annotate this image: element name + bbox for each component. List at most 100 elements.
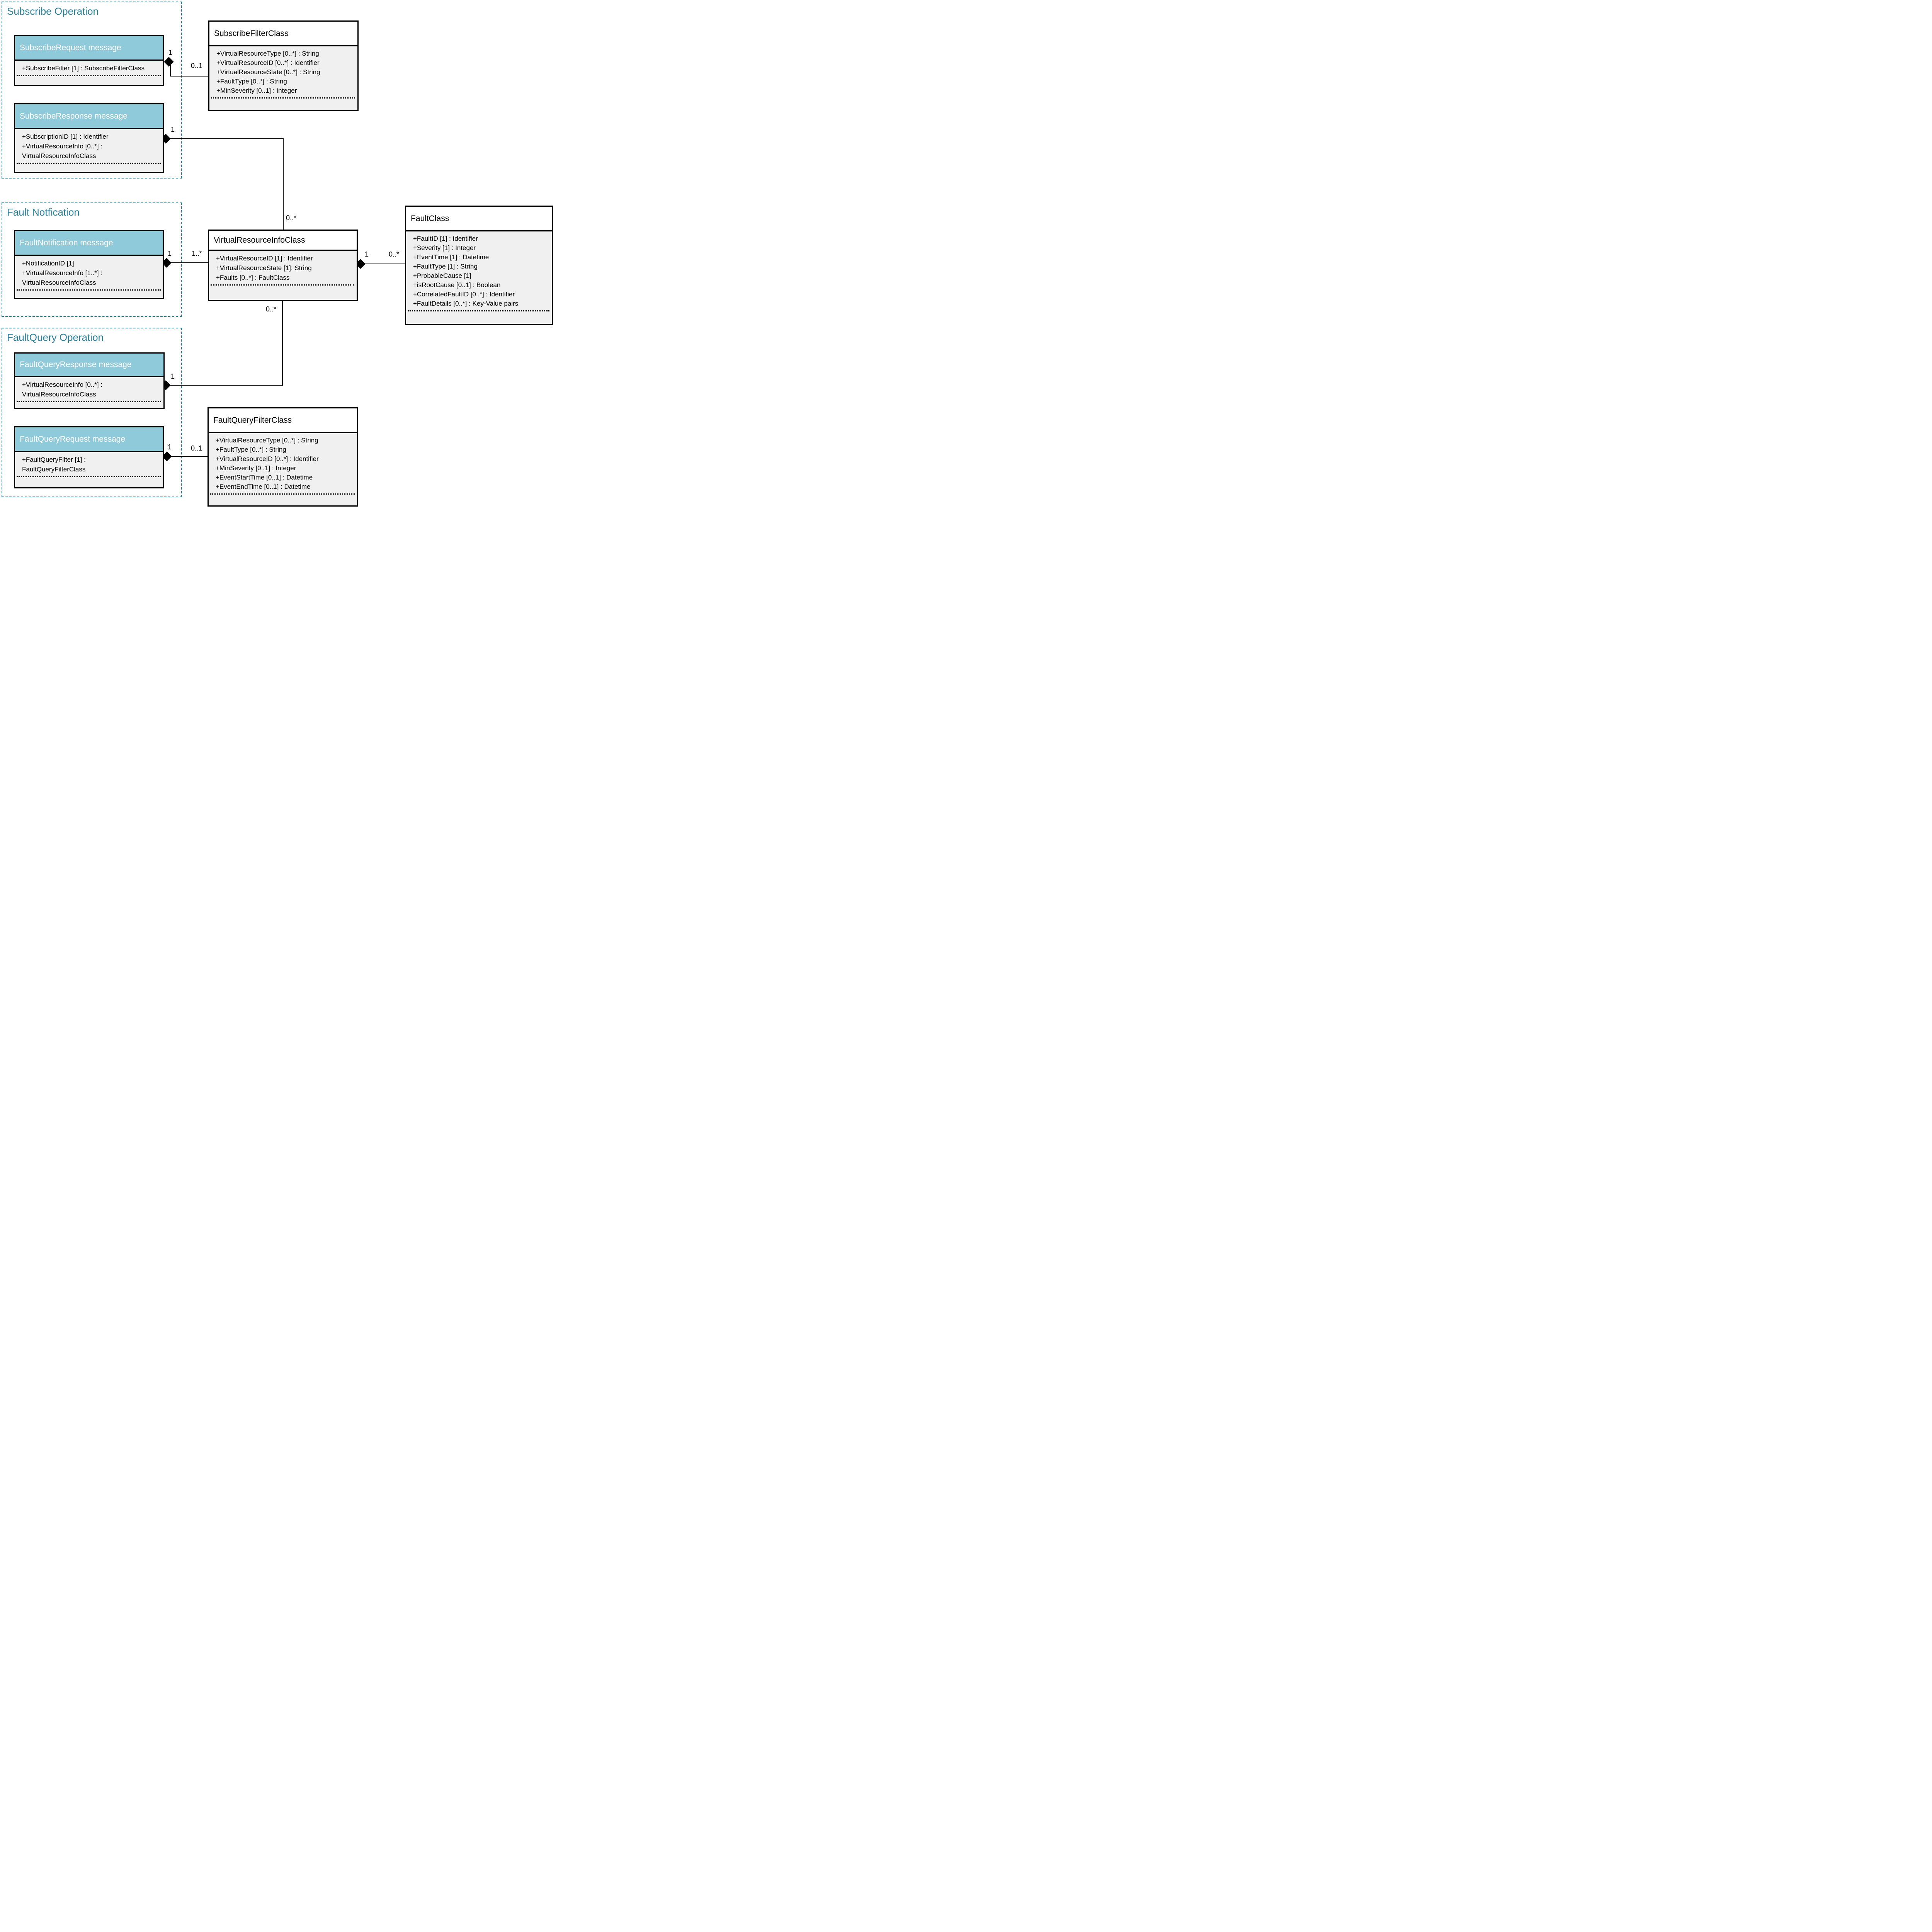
class-subscribe-filter-class: SubscribeFilterClass +VirtualResourceTyp… (208, 20, 359, 111)
connector-line (169, 385, 283, 386)
attributes-divider (17, 476, 161, 477)
attribute-row: +VirtualResourceID [0..*] : Identifier (216, 59, 320, 66)
class-title: FaultQueryRequest message (20, 434, 126, 444)
multiplicity-label: 1 (168, 49, 173, 56)
connector-line (282, 301, 283, 385)
attribute-row: +VirtualResourceState [1]: String (216, 264, 312, 272)
multiplicity-label: 1..* (192, 250, 202, 257)
attribute-row: +VirtualResourceType [0..*] : String (216, 50, 319, 57)
attribute-row: +FaultQueryFilter [1] : (22, 456, 86, 463)
attribute-row: +FaultDetails [0..*] : Key-Value pairs (413, 300, 519, 307)
group-label: FaultQuery Operation (7, 332, 104, 343)
attributes-divider (17, 163, 161, 164)
group-fault-notification: Fault Notfication (2, 202, 182, 317)
connector-line (170, 76, 208, 77)
attribute-row: +FaultType [0..*] : String (216, 78, 287, 85)
class-title: FaultQueryFilterClass (213, 415, 292, 425)
attribute-row: +SubscribeFilter [1] : SubscribeFilterCl… (22, 65, 145, 72)
class-subscribe-request-message: SubscribeRequest message +SubscribeFilte… (14, 35, 164, 86)
attributes-divider (17, 289, 161, 291)
class-header: VirtualResourceInfoClass (209, 231, 357, 251)
class-header: SubscribeRequest message (15, 36, 163, 61)
class-title: FaultQueryResponse message (20, 360, 132, 369)
class-fault-query-request-message: FaultQueryRequest message +FaultQueryFil… (14, 426, 164, 488)
attribute-row: +NotificationID [1] (22, 260, 74, 267)
attribute-row: +Severity [1] : Integer (413, 244, 476, 252)
class-title: SubscribeRequest message (20, 43, 121, 52)
group-subscribe-operation: Subscribe Operation (2, 2, 182, 179)
attribute-row: +CorrelatedFaultID [0..*] : Identifier (413, 291, 515, 298)
class-header: SubscribeResponse message (15, 104, 163, 129)
group-label: Fault Notfication (7, 206, 80, 218)
attribute-row: +MinSeverity [0..1] : Integer (216, 87, 297, 94)
connector-line (170, 456, 207, 457)
attribute-row: +ProbableCause [1] (413, 272, 471, 279)
attributes-divider (408, 310, 549, 311)
attributes-divider (17, 401, 161, 402)
multiplicity-label: 0..* (389, 250, 400, 258)
class-fault-notification-message: FaultNotification message +NotificationI… (14, 230, 164, 299)
attributes-divider (211, 97, 355, 99)
attributes-compartment: +VirtualResourceInfo [0..*] : VirtualRes… (15, 377, 163, 402)
class-virtual-resource-info-class: VirtualResourceInfoClass +VirtualResourc… (208, 230, 358, 301)
multiplicity-label: 0..1 (191, 62, 203, 70)
multiplicity-label: 1 (168, 250, 172, 257)
multiplicity-label: 1 (365, 250, 369, 258)
attribute-row: +SubscriptionID [1] : Identifier (22, 133, 109, 140)
class-header: SubscribeFilterClass (209, 22, 357, 46)
attributes-divider (210, 493, 355, 495)
attribute-row: +isRootCause [0..1] : Boolean (413, 281, 501, 289)
attribute-row: +VirtualResourceInfo [0..*] : (22, 381, 103, 388)
attributes-compartment: +SubscribeFilter [1] : SubscribeFilterCl… (15, 61, 163, 76)
class-header: FaultQueryRequest message (15, 427, 163, 452)
attributes-compartment: +FaultID [1] : Identifier +Severity [1] … (406, 231, 552, 311)
multiplicity-label: 0..* (286, 214, 297, 222)
connector-line (170, 65, 171, 77)
attribute-row: +FaultID [1] : Identifier (413, 235, 478, 242)
connector-line (169, 138, 284, 139)
attribute-row: FaultQueryFilterClass (22, 466, 86, 473)
attribute-row: +VirtualResourceInfo [1..*] : (22, 269, 103, 277)
class-title: FaultNotification message (20, 238, 113, 247)
attribute-row: +FaultType [1] : String (413, 263, 478, 270)
uml-diagram: Subscribe Operation Fault Notfication Fa… (0, 0, 554, 507)
attributes-divider (17, 75, 161, 76)
connector-line (283, 138, 284, 230)
class-title: FaultClass (411, 214, 449, 223)
attributes-compartment: +VirtualResourceID [1] : Identifier +Vir… (209, 251, 357, 286)
attributes-compartment: +VirtualResourceType [0..*] : String +Fa… (209, 433, 357, 495)
attribute-row: +VirtualResourceID [0..*] : Identifier (216, 455, 319, 463)
group-label: Subscribe Operation (7, 5, 99, 17)
attribute-row: +EventStartTime [0..1] : Datetime (216, 474, 313, 481)
class-subscribe-response-message: SubscribeResponse message +SubscriptionI… (14, 103, 164, 173)
attribute-row: +VirtualResourceState [0..*] : String (216, 68, 320, 76)
attribute-row: +EventTime [1] : Datetime (413, 253, 489, 261)
connector-line (170, 262, 208, 263)
attribute-row: +FaultType [0..*] : String (216, 446, 286, 453)
attribute-row: +EventEndTime [0..1] : Datetime (216, 483, 311, 490)
attribute-row: VirtualResourceInfoClass (22, 391, 96, 398)
attribute-row: +Faults [0..*] : FaultClass (216, 274, 290, 281)
attributes-compartment: +FaultQueryFilter [1] : FaultQueryFilter… (15, 452, 163, 477)
class-fault-query-response-message: FaultQueryResponse message +VirtualResou… (14, 352, 165, 409)
class-fault-class: FaultClass +FaultID [1] : Identifier +Se… (405, 206, 553, 325)
class-header: FaultQueryResponse message (15, 354, 163, 377)
attributes-divider (211, 284, 354, 286)
class-header: FaultQueryFilterClass (209, 408, 357, 433)
attributes-compartment: +NotificationID [1] +VirtualResourceInfo… (15, 256, 163, 291)
multiplicity-label: 1 (168, 443, 172, 451)
attribute-row: VirtualResourceInfoClass (22, 279, 96, 286)
multiplicity-label: 1 (171, 372, 175, 380)
attributes-compartment: +VirtualResourceType [0..*] : String +Vi… (209, 46, 357, 99)
attribute-row: +MinSeverity [0..1] : Integer (216, 464, 296, 472)
class-title: SubscribeResponse message (20, 111, 128, 121)
attribute-row: +VirtualResourceID [1] : Identifier (216, 255, 313, 262)
class-fault-query-filter-class: FaultQueryFilterClass +VirtualResourceTy… (207, 407, 358, 507)
class-header: FaultNotification message (15, 231, 163, 256)
multiplicity-label: 1 (171, 126, 175, 133)
attribute-row: +VirtualResourceInfo [0..*] : (22, 143, 103, 150)
attribute-row: VirtualResourceInfoClass (22, 152, 96, 160)
attributes-compartment: +SubscriptionID [1] : Identifier +Virtua… (15, 129, 163, 164)
group-faultquery-operation: FaultQuery Operation (2, 328, 182, 497)
attribute-row: +VirtualResourceType [0..*] : String (216, 437, 318, 444)
